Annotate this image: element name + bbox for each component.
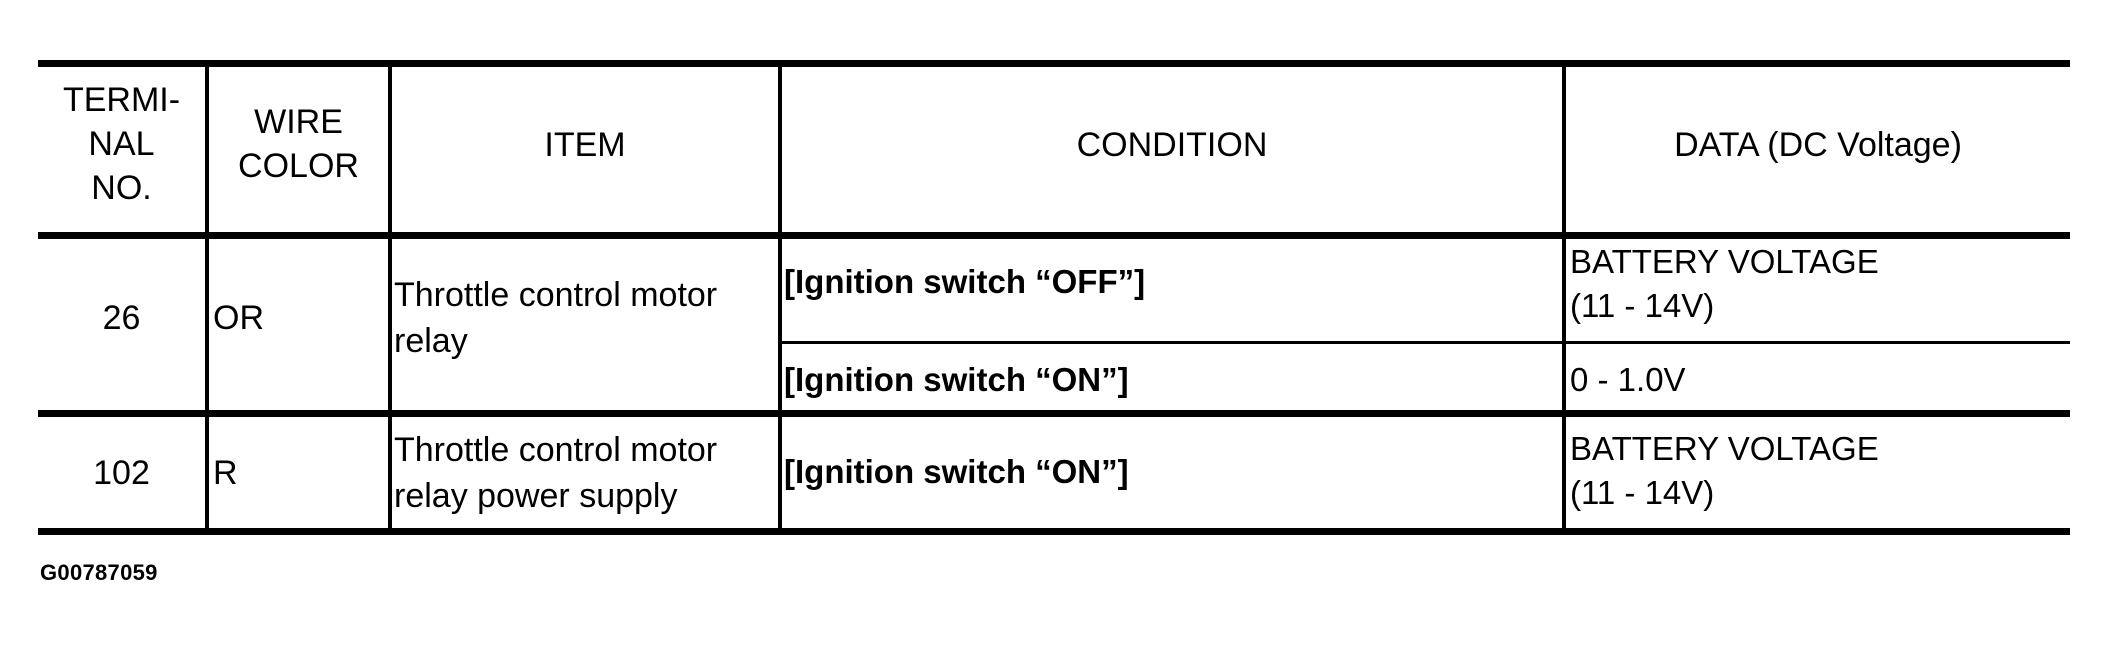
row1-subrow-divider [778,341,2070,344]
row-data: BATTERY VOLTAGE (11 - 14V) [1570,427,2068,515]
row2-data1-line2: (11 - 14V) [1570,474,1715,511]
row-wire-color: OR [213,295,383,341]
header-terminal-no-line2: NAL [88,125,155,163]
col-divider-terminal-wire-body [205,236,209,528]
row-condition: [Ignition switch “ON”] [784,450,1560,494]
header-item-label: ITEM [544,126,626,164]
row-condition: [Ignition switch “ON”] [784,358,1560,402]
row2-data1-line1: BATTERY VOLTAGE [1570,430,1879,467]
header-terminal-no-line3: NO. [91,169,152,207]
row-terminal-no: 26 [40,295,203,341]
col-divider-wire-item-body [388,236,392,528]
row1-terminal-no-value: 26 [102,299,141,337]
row-condition: [Ignition switch “OFF”] [784,260,1560,304]
header-bottom-rule [38,232,2070,239]
row1-data1-line2: (11 - 14V) [1570,287,1715,324]
row1-data1-line1: BATTERY VOLTAGE [1570,243,1879,280]
header-data-label: DATA (DC Voltage) [1674,126,1962,164]
col-divider-wire-item-header [388,64,392,232]
row-item: Throttle control motor relay [394,272,776,364]
table-bottom-rule [38,528,2070,535]
header-terminal-no: TERMI- NAL NO. [40,78,203,210]
col-divider-condition-data-header [1562,64,1566,232]
row-data: 0 - 1.0V [1570,358,2068,402]
table-top-rule [38,60,2070,67]
row-item: Throttle control motor relay power suppl… [394,427,776,519]
row-terminal-no: 102 [40,450,203,496]
row2-terminal-no-value: 102 [93,454,150,492]
row1-condition2-text: [Ignition switch “ON”] [784,361,1129,398]
row2-condition1-text: [Ignition switch “ON”] [784,453,1129,490]
row1-bottom-rule [38,410,2070,417]
col-divider-condition-data-body [1562,236,1566,528]
header-wire-color: WIRE COLOR [211,100,386,188]
header-wire-color-line1: WIRE [254,103,343,141]
col-divider-item-condition-body [778,236,782,528]
row-data: BATTERY VOLTAGE (11 - 14V) [1570,240,2068,328]
col-divider-item-condition-header [778,64,782,232]
header-condition: CONDITION [784,123,1560,167]
row2-wire-color-value: R [213,454,238,492]
header-terminal-no-line1: TERMI- [62,81,181,119]
row1-item-line1: Throttle control motor [394,276,718,314]
col-divider-terminal-wire-header [205,64,209,232]
row-wire-color: R [213,450,383,496]
header-data: DATA (DC Voltage) [1568,123,2068,167]
row2-item-line2: relay power supply [394,477,678,515]
header-item: ITEM [394,123,776,167]
header-condition-label: CONDITION [1076,126,1268,164]
header-wire-color-line2: COLOR [238,147,359,185]
row2-item-line1: Throttle control motor [394,431,718,469]
row1-data2-line1: 0 - 1.0V [1570,361,1686,398]
row1-wire-color-value: OR [213,299,264,337]
figure-id-caption: G00787059 [40,560,158,585]
row1-condition1-text: [Ignition switch “OFF”] [784,263,1146,300]
row1-item-line2: relay [394,322,468,360]
